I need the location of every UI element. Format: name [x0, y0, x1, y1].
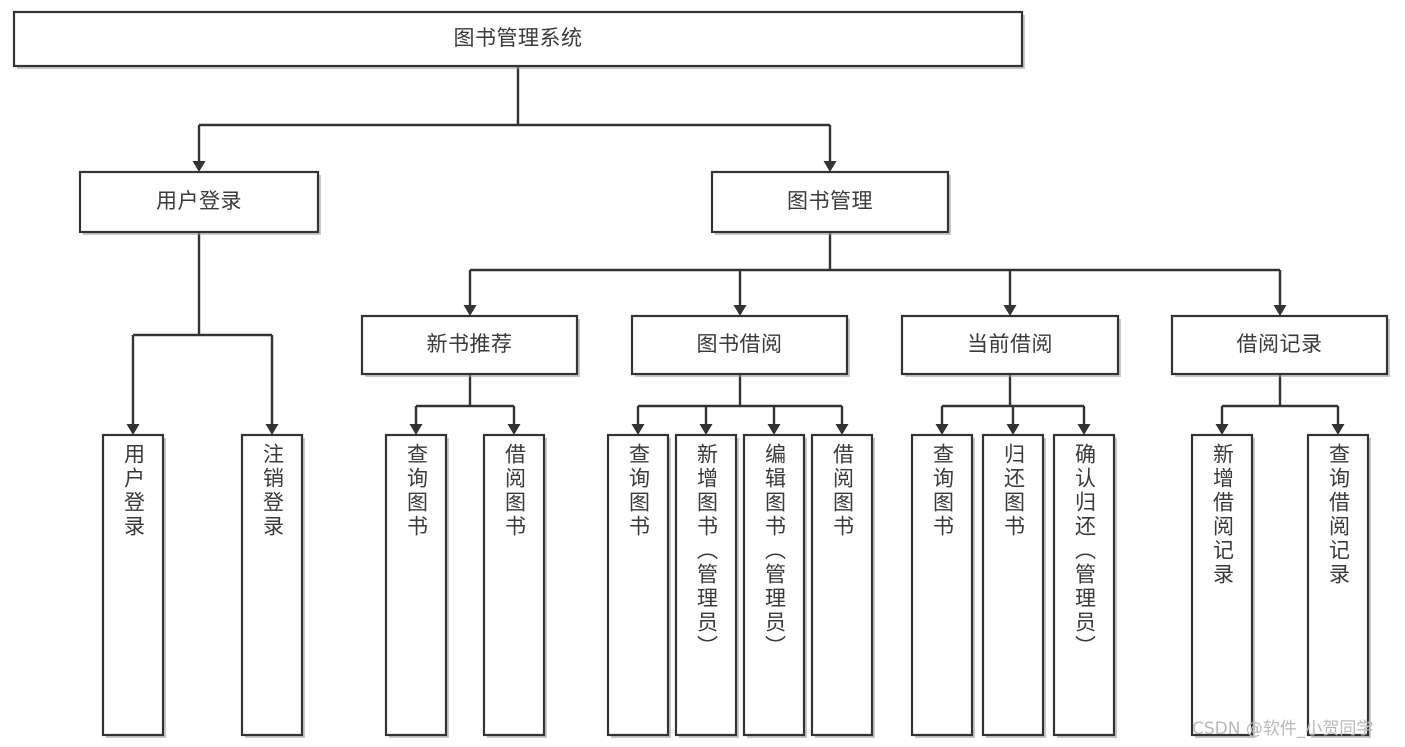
node-box-leaf-logout[interactable]	[240, 433, 304, 737]
node-box-leaf-return-book[interactable]	[981, 433, 1045, 737]
node-box-leaf-confirm-return-admin[interactable]	[1052, 433, 1116, 737]
connector-group-book-management	[463, 232, 1287, 316]
node-box-leaf-borrow-book-1[interactable]	[482, 433, 546, 737]
node-box-leaf-user-login[interactable]	[101, 433, 165, 737]
connector-group-root	[192, 66, 837, 172]
node-box-leaf-query-book-1[interactable]	[384, 433, 448, 737]
node-box-leaf-query-book-2[interactable]	[606, 433, 670, 737]
node-box-borrow-record[interactable]	[1170, 314, 1389, 376]
node-box-leaf-query-book-3[interactable]	[910, 433, 974, 737]
connector-group-borrow-record	[1215, 374, 1345, 435]
node-box-leaf-add-book-admin[interactable]	[674, 433, 738, 737]
node-box-leaf-add-borrow-record[interactable]	[1190, 433, 1254, 737]
node-box-leaf-borrow-book-2[interactable]	[810, 433, 874, 737]
connector-group-new-book-recommend	[409, 374, 521, 435]
node-box-user-login[interactable]	[78, 170, 320, 234]
node-box-layer	[12, 10, 1390, 738]
node-box-leaf-query-borrow-record[interactable]	[1306, 433, 1370, 737]
connector-group-book-borrow	[631, 374, 849, 435]
node-box-current-borrow[interactable]	[900, 314, 1120, 376]
connector-group-user-login	[126, 232, 279, 435]
node-box-book-management[interactable]	[710, 170, 950, 234]
node-box-new-book-recommend[interactable]	[360, 314, 579, 376]
node-box-root[interactable]	[12, 10, 1024, 68]
connector-group-current-borrow	[935, 374, 1091, 435]
node-box-book-borrow[interactable]	[630, 314, 849, 376]
node-box-leaf-edit-book-admin[interactable]	[742, 433, 806, 737]
